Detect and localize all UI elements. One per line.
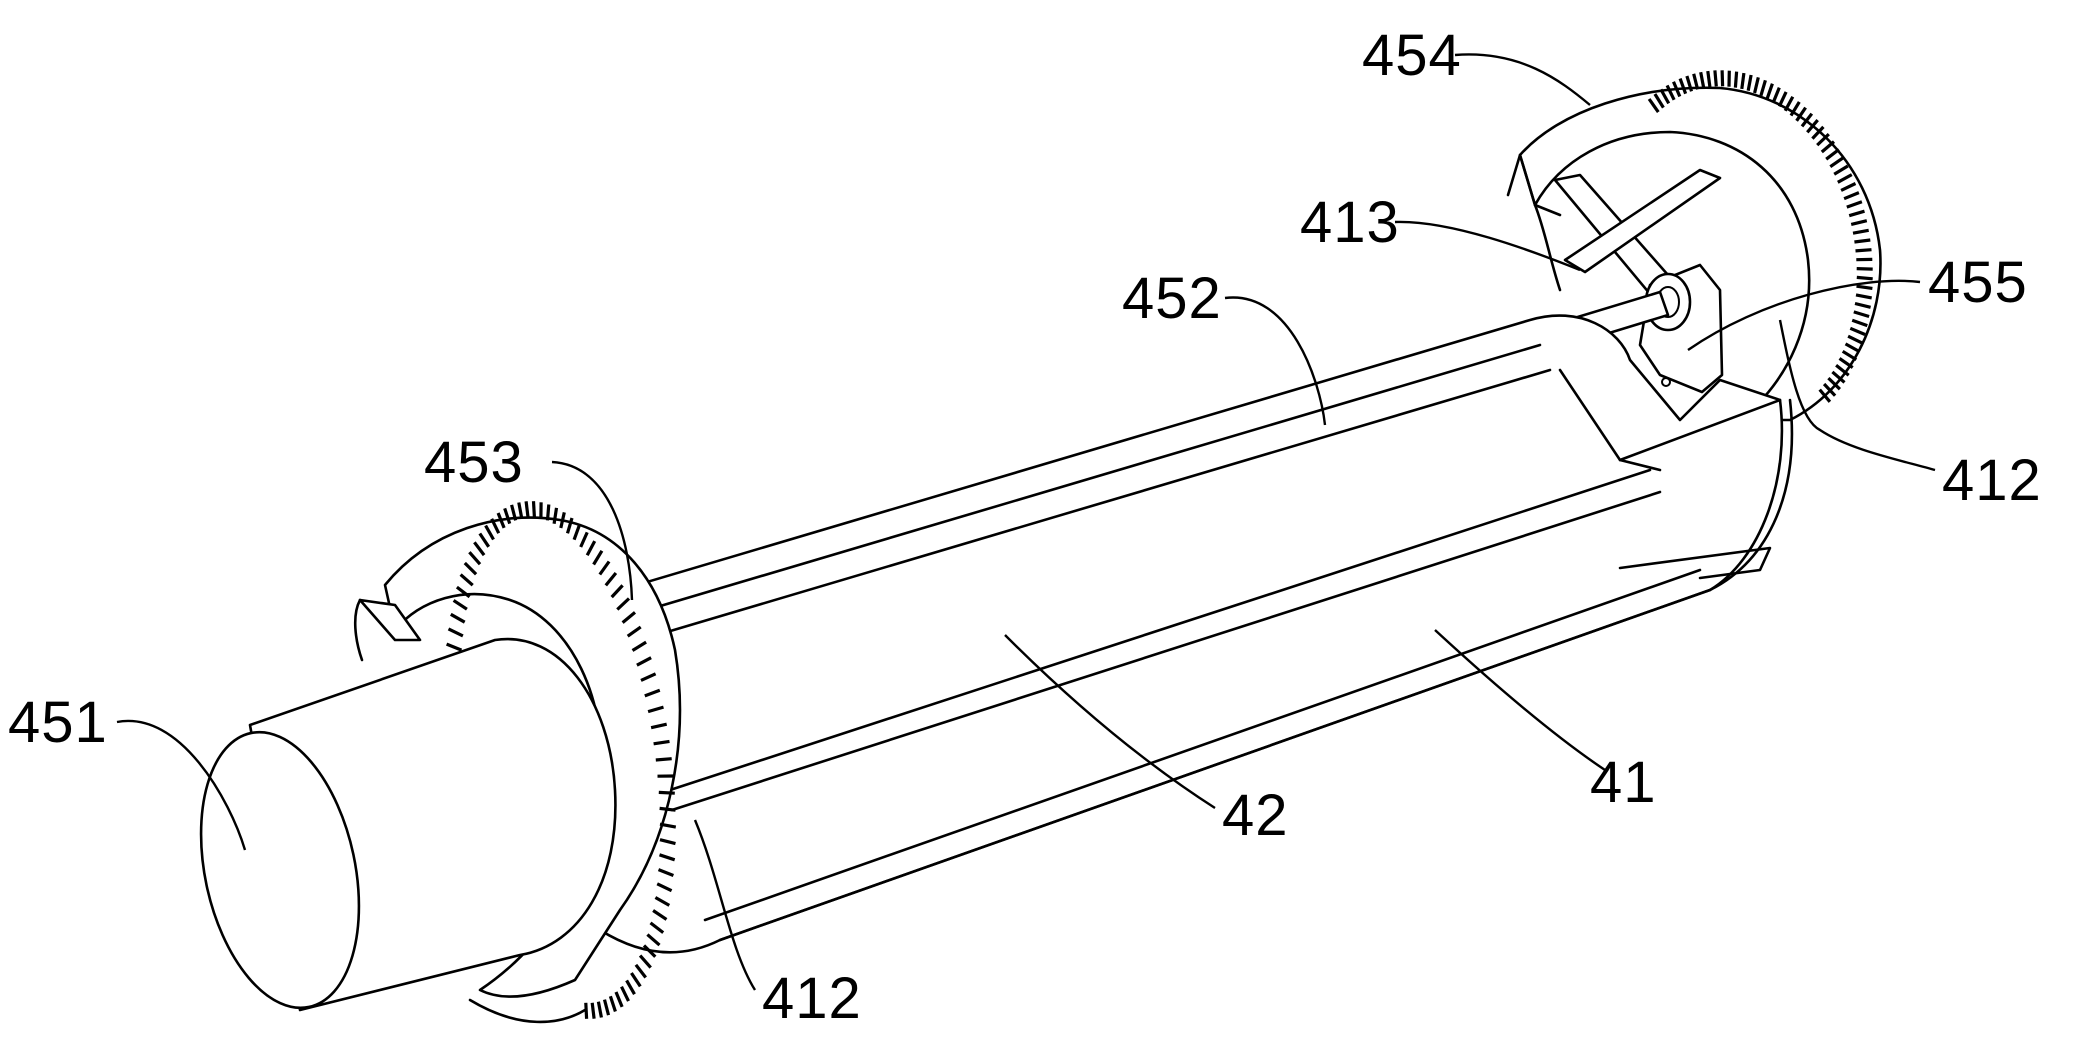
gear-tooth [636, 965, 646, 978]
label-413: 413 [1300, 190, 1400, 255]
gear-tooth [616, 992, 622, 1007]
trough-body-41 [600, 316, 1792, 953]
gear-tooth [526, 501, 528, 517]
label-453: 453 [424, 430, 524, 495]
gear-tooth [605, 1000, 609, 1016]
gear-tooth [660, 808, 676, 810]
gear-tooth [447, 644, 462, 650]
gear-tooth [610, 996, 615, 1011]
gear-tooth [1755, 77, 1759, 93]
label-455: 455 [1928, 250, 2028, 315]
gear-tooth [592, 1003, 594, 1019]
gear-tooth [1854, 240, 1870, 242]
label-412-bottom: 412 [762, 966, 862, 1031]
gear-tooth [1779, 92, 1786, 107]
gear-tooth [1735, 72, 1736, 88]
gear-tooth [1722, 70, 1723, 86]
gear-tooth [1767, 84, 1772, 99]
gear-tooth [656, 759, 672, 760]
gear-tooth [449, 629, 463, 636]
gear-tooth [1857, 277, 1873, 278]
label-451: 451 [8, 690, 108, 755]
gear-tooth [1701, 72, 1704, 88]
gear-tooth [1773, 88, 1779, 103]
gear-tooth [1742, 73, 1744, 89]
gear-tooth [598, 1002, 601, 1018]
gear-tooth [659, 792, 675, 793]
label-412-right: 412 [1942, 448, 2042, 513]
gear-tooth [640, 956, 651, 968]
gear-tooth [631, 973, 640, 986]
bearing-block-455 [1640, 265, 1722, 392]
gear-tooth [627, 980, 635, 994]
gear-tooth [451, 614, 465, 622]
gear-tooth [1708, 71, 1710, 87]
gear-tooth [1857, 286, 1873, 288]
gear-tooth [1856, 250, 1872, 251]
gear-tooth [454, 600, 467, 609]
gear-tooth [548, 505, 549, 521]
gear-tooth [519, 503, 522, 519]
gear-tooth [1761, 80, 1766, 95]
gear-tooth [1748, 75, 1751, 91]
label-42: 42 [1222, 783, 1289, 848]
gear-tooth [1715, 70, 1716, 86]
label-454: 454 [1362, 23, 1462, 88]
gear-tooth [534, 501, 535, 517]
gear-tooth [1857, 269, 1873, 270]
gear-tooth [622, 987, 629, 1001]
label-41: 41 [1590, 750, 1657, 815]
label-452: 452 [1122, 266, 1222, 331]
